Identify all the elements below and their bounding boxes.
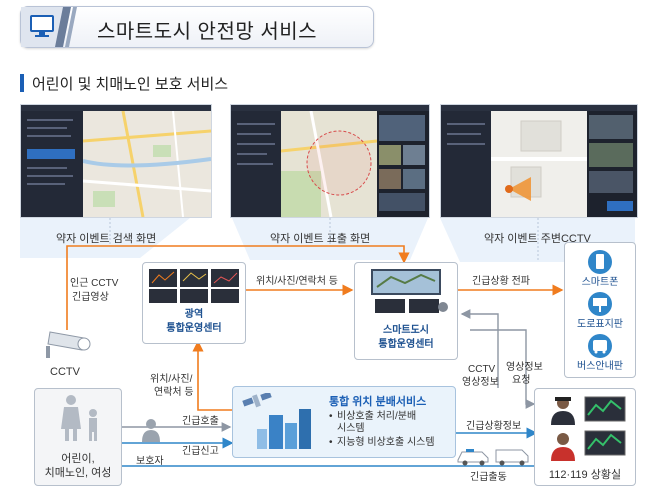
edge-label-broadcast: 긴급상황 전파 [472, 276, 530, 287]
location-service-bullet2: 지능형 비상호출 시스템 [337, 437, 435, 448]
edge-label-cctv-line2: 긴급영상 [72, 292, 109, 303]
location-service-box: 통합 위치 분배서비스 • 비상호출 처리/분배 시스템 • 지능형 비상호출 … [232, 386, 456, 458]
regional-center-line1: 광역 [184, 309, 204, 320]
map-view-cctv [491, 111, 587, 217]
smartphone-label: 스마트폰 [581, 277, 619, 288]
situation-room-label: 112·119 상황실 [548, 469, 622, 481]
edge-label-emergency-call: 긴급호출 [182, 416, 219, 427]
vulnerable-line1: 어린이, [61, 453, 95, 465]
edge-label-service-to-regional-line1: 위치/사진/ [150, 374, 193, 385]
vulnerable-line2: 치매노인, 여성 [44, 467, 112, 479]
bus-board-label: 버스안내판 [577, 361, 623, 372]
title-banner: 스마트도시 안전망 서비스 [20, 6, 374, 48]
bus-board-icon [588, 334, 612, 358]
city-satellite-icon [242, 393, 311, 449]
guardian-icon [142, 419, 160, 442]
edge-label-video-request-line2: 요청 [512, 375, 531, 386]
smartcity-center-line1: 스마트도시 [383, 325, 429, 336]
edge-label-cctv-video-line2: 영상정보 [462, 377, 499, 388]
screenshot-event-search [20, 104, 212, 218]
caption-event-display: 약자 이벤트 표출 화면 [270, 233, 371, 245]
map-view [83, 111, 211, 217]
edge-label-emergency-info: 긴급상황정보 [466, 421, 522, 432]
guardian-label: 보호자 [136, 456, 164, 467]
monitor-wall-icon [149, 269, 239, 303]
situation-room-box: 112·119 상황실 [534, 388, 636, 486]
edge-label-emergency-report: 긴급신고 [182, 446, 219, 457]
road-sign-label: 도로표지판 [577, 319, 623, 330]
edge-label-video-request-line1: 영상정보 [506, 362, 543, 373]
bullet-dot-2: • [329, 437, 333, 448]
monitor-icon [21, 7, 77, 47]
page-title: 스마트도시 안전망 서비스 [97, 21, 318, 43]
screenshot-nearby-cctv [440, 104, 638, 218]
location-service-title: 통합 위치 분배서비스 [329, 396, 427, 408]
cctv-label: CCTV [50, 366, 80, 378]
operators-icon [551, 396, 626, 461]
section-title: 어린이 및 치매노인 보호 서비스 [32, 76, 229, 93]
map-view-event [281, 111, 377, 217]
edge-label-regional-to-city: 위치/사진/연락처 등 [256, 276, 338, 287]
location-service-bullet1-line2: 시스템 [337, 423, 365, 434]
section-marker [20, 74, 24, 92]
edge-label-emergency-dispatch: 긴급출동 [470, 472, 507, 483]
smartphone-icon [588, 250, 612, 274]
vulnerable-people-box: 어린이, 치매노인, 여성 [34, 388, 122, 486]
edge-label-cctv-video-line1: CCTV [468, 364, 496, 375]
vehicles-icon [457, 449, 529, 466]
caption-nearby-cctv: 약자 이벤트 주변CCTV [484, 233, 591, 245]
operator-desk-icon [371, 269, 448, 313]
regional-center-line2: 통합운영센터 [166, 323, 222, 334]
edge-label-service-to-regional-line2: 연락처 등 [154, 387, 194, 398]
smartcity-center-line2: 통합운영센터 [378, 339, 434, 350]
caption-event-search: 약자 이벤트 검색 화면 [56, 233, 157, 245]
smartcity-center-box: 스마트도시 통합운영센터 [354, 262, 458, 360]
devices-panel: 스마트폰 도로표지판 버스안내판 [564, 242, 636, 378]
people-icon [61, 395, 97, 441]
screenshot-event-display [230, 104, 430, 218]
bullet-dot-1: • [329, 411, 333, 422]
cctv-camera-icon [46, 331, 91, 358]
regional-center-box: 광역 통합운영센터 [142, 262, 246, 344]
location-service-bullet1-line1: 비상호출 처리/분배 [337, 411, 417, 422]
road-sign-icon [588, 292, 612, 316]
edge-label-cctv-line1: 인근 CCTV [70, 278, 119, 289]
